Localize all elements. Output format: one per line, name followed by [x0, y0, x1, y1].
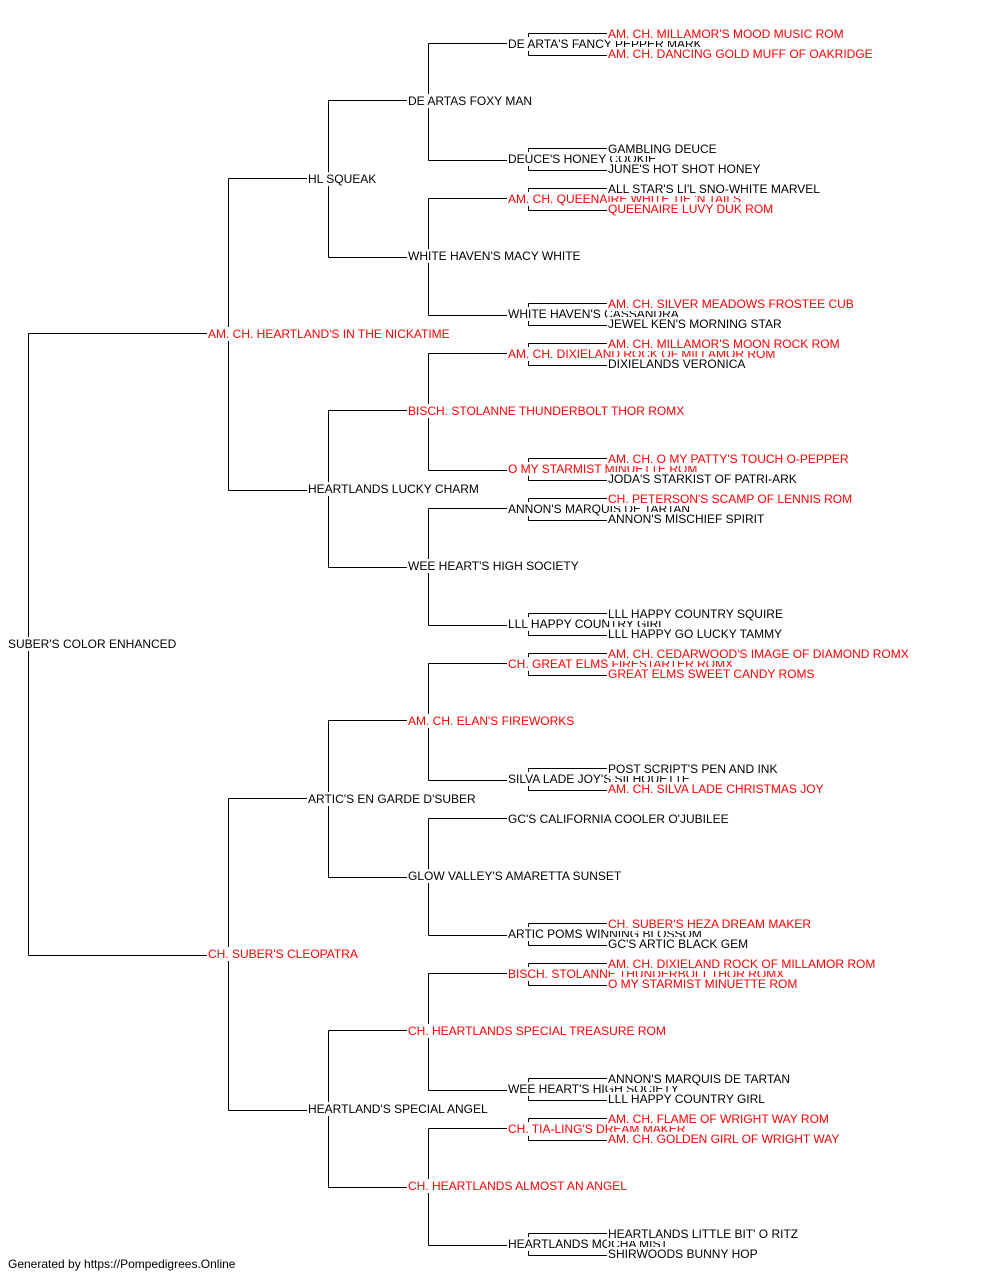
pedigree-entry-gen5[interactable]: DIXIELANDS VERONICA — [607, 357, 747, 371]
pedigree-entry-gen5[interactable]: AM. CH. SILVA LADE CHRISTMAS JOY — [607, 782, 825, 796]
pedigree-entry-gen2[interactable]: HL SQUEAK — [307, 172, 378, 186]
pedigree-entry-gen5[interactable]: HEARTLANDS LITTLE BIT' O RITZ — [607, 1227, 800, 1241]
pedigree-entry-gen5[interactable]: JUNE'S HOT SHOT HONEY — [607, 162, 762, 176]
pedigree-entry-gen3[interactable]: WEE HEART'S HIGH SOCIETY — [407, 559, 580, 573]
pedigree-entry-gen5[interactable]: LLL HAPPY GO LUCKY TAMMY — [607, 627, 784, 641]
pedigree-entry-gen5[interactable]: AM. CH. FLAME OF WRIGHT WAY ROM — [607, 1112, 830, 1126]
pedigree-entry-gen2[interactable]: HEARTLAND'S SPECIAL ANGEL — [307, 1102, 489, 1116]
pedigree-entry-gen3[interactable]: BISCH. STOLANNE THUNDERBOLT THOR ROMX — [407, 404, 686, 418]
pedigree-entry-gen3[interactable]: CH. HEARTLANDS SPECIAL TREASURE ROM — [407, 1024, 667, 1038]
pedigree-entry-gen5[interactable]: QUEENAIRE LUVY DUK ROM — [607, 202, 775, 216]
pedigree-entry-gen5[interactable]: AM. CH. DANCING GOLD MUFF OF OAKRIDGE — [607, 47, 874, 61]
pedigree-entry-gen5[interactable]: O MY STARMIST MINUETTE ROM — [607, 977, 799, 991]
pedigree-entry-gen5[interactable]: JODA'S STARKIST OF PATRI-ARK — [607, 472, 798, 486]
pedigree-entry-gen5[interactable]: AM. CH. CEDARWOOD'S IMAGE OF DIAMOND ROM… — [607, 647, 910, 661]
pedigree-entry-gen5[interactable]: ANNON'S MISCHIEF SPIRIT — [607, 512, 766, 526]
pedigree-entry-gen5[interactable]: AM. CH. MILLAMOR'S MOON ROCK ROM — [607, 337, 841, 351]
pedigree-entry-gen5[interactable]: POST SCRIPT'S PEN AND INK — [607, 762, 779, 776]
pedigree-entry-gen5[interactable]: GAMBLING DEUCE — [607, 142, 718, 156]
pedigree-entry-gen5[interactable]: ANNON'S MARQUIS DE TARTAN — [607, 1072, 792, 1086]
pedigree-entry-gen5[interactable]: SHIRWOODS BUNNY HOP — [607, 1247, 759, 1261]
pedigree-entry-gen4[interactable]: GC'S CALIFORNIA COOLER O'JUBILEE — [507, 812, 730, 826]
pedigree-entry-gen1[interactable]: CH. SUBER'S CLEOPATRA — [207, 947, 359, 961]
pedigree-entry-gen1[interactable]: AM. CH. HEARTLAND'S IN THE NICKATIME — [207, 327, 451, 341]
pedigree-entry-gen5[interactable]: CH. SUBER'S HEZA DREAM MAKER — [607, 917, 812, 931]
pedigree-entry-gen0[interactable]: SUBER'S COLOR ENHANCED — [7, 637, 178, 651]
pedigree-entry-gen5[interactable]: GC'S ARTIC BLACK GEM — [607, 937, 750, 951]
pedigree-entry-gen3[interactable]: WHITE HAVEN'S MACY WHITE — [407, 249, 582, 263]
pedigree-entry-gen3[interactable]: DE ARTAS FOXY MAN — [407, 94, 534, 108]
pedigree-entry-gen5[interactable]: ALL STAR'S LI'L SNO-WHITE MARVEL — [607, 182, 821, 196]
pedigree-entry-gen5[interactable]: AM. CH. GOLDEN GIRL OF WRIGHT WAY — [607, 1132, 841, 1146]
pedigree-entry-gen3[interactable]: AM. CH. ELAN'S FIREWORKS — [407, 714, 576, 728]
pedigree-entry-gen3[interactable]: GLOW VALLEY'S AMARETTA SUNSET — [407, 869, 623, 883]
pedigree-entry-gen5[interactable]: LLL HAPPY COUNTRY GIRL — [607, 1092, 766, 1106]
pedigree-entry-gen5[interactable]: JEWEL KEN'S MORNING STAR — [607, 317, 783, 331]
pedigree-entry-gen5[interactable]: AM. CH. DIXIELAND ROCK OF MILLAMOR ROM — [607, 957, 877, 971]
pedigree-entry-gen5[interactable]: LLL HAPPY COUNTRY SQUIRE — [607, 607, 784, 621]
pedigree-entry-gen3[interactable]: CH. HEARTLANDS ALMOST AN ANGEL — [407, 1179, 628, 1193]
pedigree-entry-gen5[interactable]: AM. CH. MILLAMOR'S MOOD MUSIC ROM — [607, 27, 845, 41]
pedigree-entry-gen5[interactable]: GREAT ELMS SWEET CANDY ROMS — [607, 667, 816, 681]
footer-credit: Generated by https://Pompedigrees.Online — [8, 1257, 236, 1271]
pedigree-entry-gen2[interactable]: ARTIC'S EN GARDE D'SUBER — [307, 792, 477, 806]
pedigree-entry-gen2[interactable]: HEARTLANDS LUCKY CHARM — [307, 482, 480, 496]
pedigree-entry-gen5[interactable]: AM. CH. O MY PATTY'S TOUCH O-PEPPER — [607, 452, 850, 466]
pedigree-entry-gen5[interactable]: CH. PETERSON'S SCAMP OF LENNIS ROM — [607, 492, 854, 506]
pedigree-entry-gen5[interactable]: AM. CH. SILVER MEADOWS FROSTEE CUB — [607, 297, 855, 311]
